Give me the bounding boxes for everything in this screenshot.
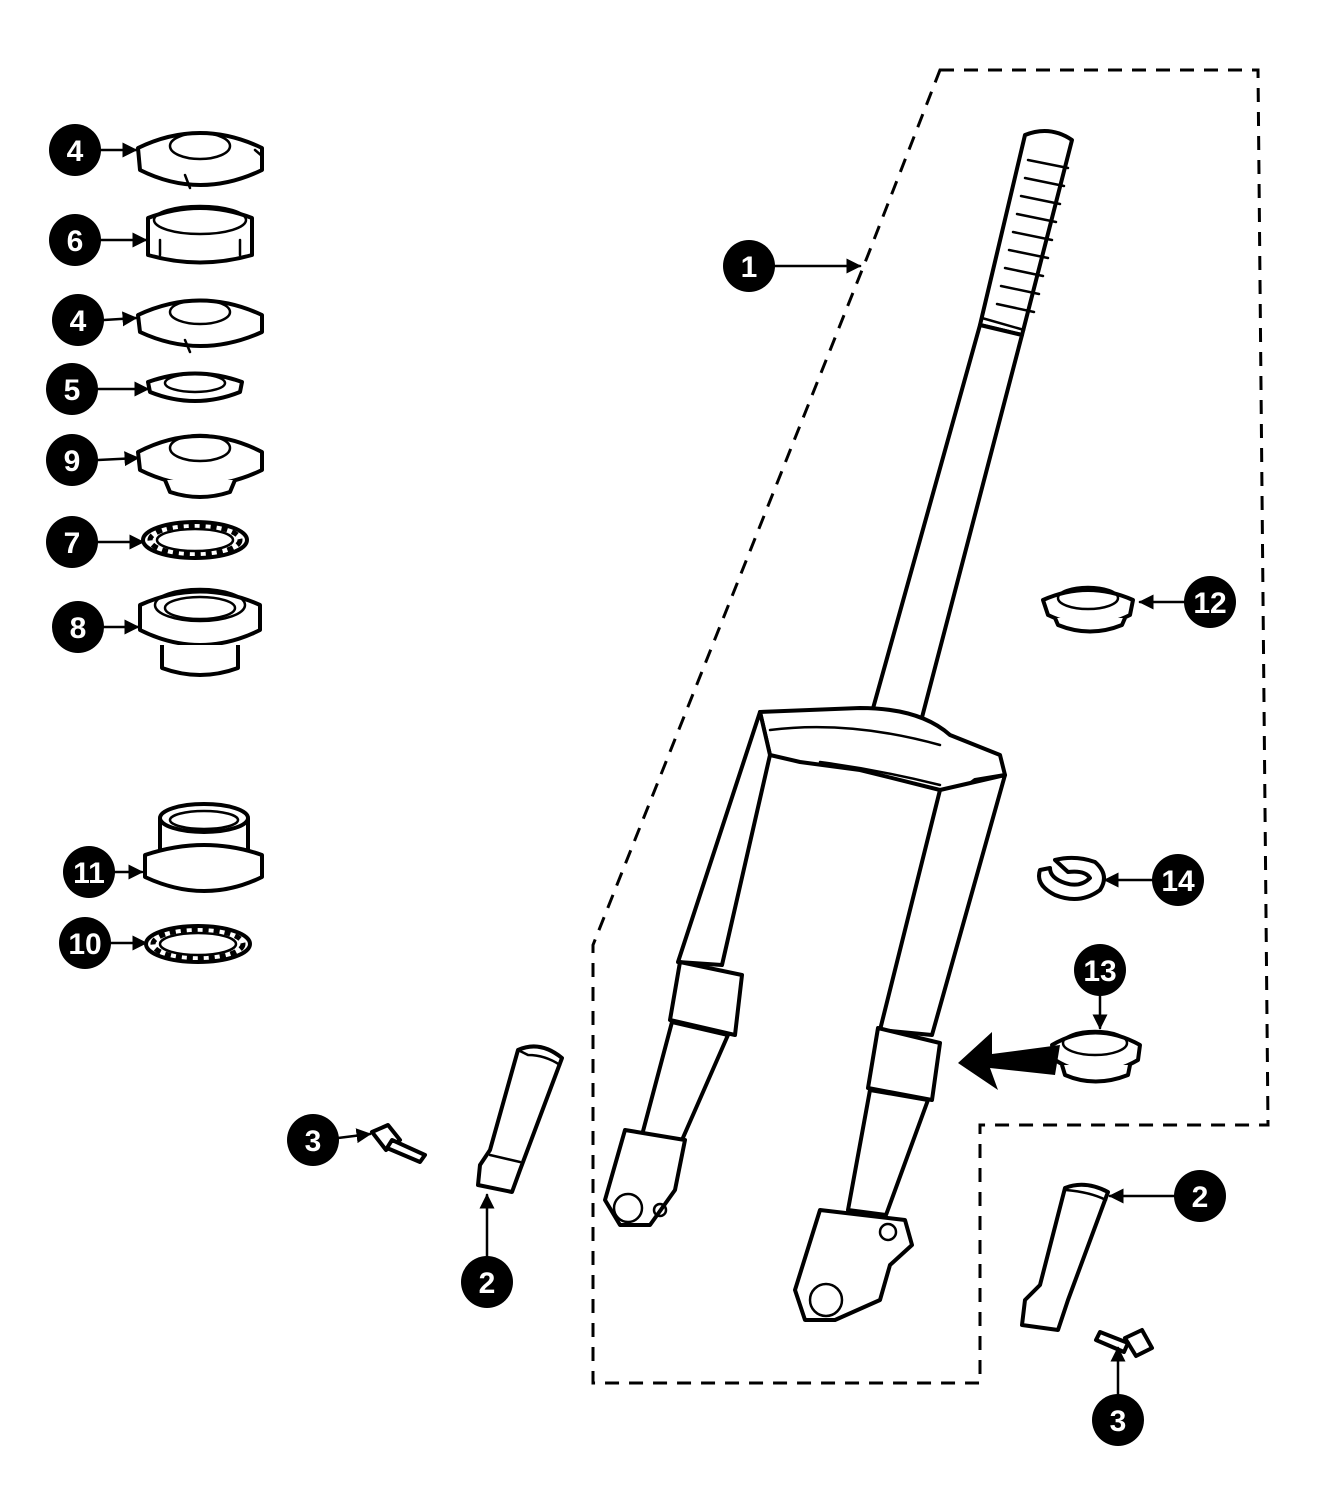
callout-label: 2 (479, 1267, 496, 1300)
callout-badge: 8 (52, 601, 104, 653)
locknut-part-4-top (136, 131, 264, 190)
leader-lines (96, 142, 1187, 1397)
callout-label: 14 (1161, 865, 1195, 898)
callout-label: 2 (1192, 1181, 1209, 1214)
callout-label: 11 (73, 857, 105, 890)
callout-label: 9 (64, 445, 81, 478)
crown-race-part-11 (143, 802, 264, 893)
callout-badge: 14 (1152, 854, 1204, 906)
ring-part-6 (146, 204, 254, 265)
callout-label: 12 (1193, 587, 1226, 620)
callout-badge: 4 (52, 294, 104, 346)
callout-label: 13 (1083, 955, 1116, 988)
callout-label: 4 (67, 135, 84, 168)
callout-label: 5 (64, 374, 81, 407)
cone-part-9 (136, 433, 264, 499)
callout-badge: 10 (59, 917, 111, 969)
callout-label: 8 (70, 612, 87, 645)
callout-badge: 12 (1184, 576, 1236, 628)
callout-label: 3 (305, 1125, 322, 1158)
callout-badge: 13 (1074, 944, 1126, 996)
callout-badge: 3 (1092, 1394, 1144, 1446)
seal-location-arrow (958, 1032, 1060, 1090)
bracket-part-2-right (1020, 1182, 1110, 1332)
callout-label: 6 (67, 225, 84, 258)
callout-label: 10 (68, 928, 101, 961)
callout-label: 3 (1110, 1405, 1127, 1438)
callout-badge: 3 (287, 1114, 339, 1166)
front-fork-part-1 (603, 129, 1074, 1322)
callout-badge: 6 (49, 214, 101, 266)
bolt-part-3-right (1094, 1328, 1154, 1358)
callout-badge: 9 (46, 434, 98, 486)
callout-badge: 2 (461, 1256, 513, 1308)
bolt-part-3-left (370, 1123, 427, 1164)
clip-part-14 (1037, 855, 1106, 901)
callout-label: 4 (70, 305, 87, 338)
head-cup-part-8 (138, 587, 262, 677)
seal-part-13 (1050, 1029, 1142, 1084)
ball-race-part-7 (141, 520, 249, 560)
bracket-part-2-left (476, 1044, 564, 1194)
ball-race-part-10 (144, 924, 252, 964)
callout-badge: 11 (63, 846, 115, 898)
cap-part-12 (1041, 585, 1135, 634)
callout-label: 1 (741, 251, 758, 284)
callout-badge: 1 (723, 240, 775, 292)
callout-badge: 2 (1174, 1170, 1226, 1222)
callout-badge: 5 (46, 363, 98, 415)
locknut-part-4-second (136, 298, 264, 354)
callout-label: 7 (64, 527, 81, 560)
washer-part-5 (146, 371, 244, 403)
callout-badge: 4 (49, 124, 101, 176)
callout-badge: 7 (46, 516, 98, 568)
